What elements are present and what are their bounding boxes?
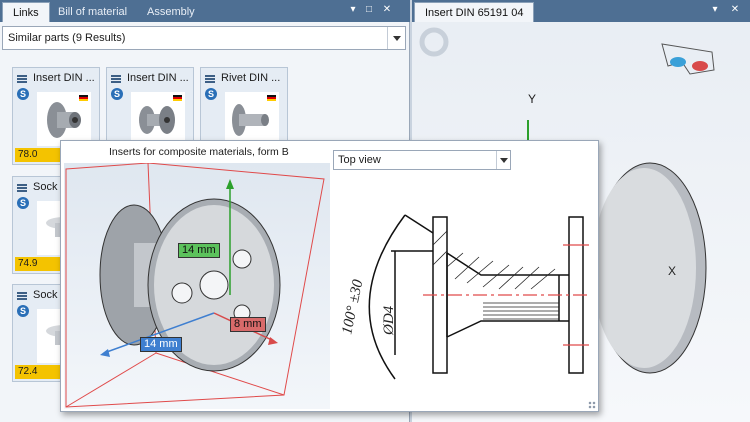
close-icon[interactable]: ✕ — [728, 3, 742, 17]
right-tabbar: Insert DIN 65191 04 ▾ ✕ — [412, 0, 750, 22]
price-badge: 78.0 — [15, 148, 61, 162]
menu-icon[interactable] — [205, 75, 215, 83]
angle-dimension-label: 100° ±30 — [339, 278, 366, 336]
menu-icon[interactable] — [17, 75, 27, 83]
resize-grip-icon[interactable] — [588, 401, 596, 409]
supplier-icon: S — [17, 88, 29, 100]
supplier-icon: S — [17, 305, 29, 317]
part-card-title: Rivet DIN ... — [221, 72, 280, 84]
chevron-down-icon[interactable] — [387, 27, 405, 49]
menu-icon[interactable] — [17, 184, 27, 192]
supplier-icon: S — [17, 197, 29, 209]
popup-title: Inserts for composite materials, form B — [109, 146, 289, 158]
part-card-title: Sock — [33, 289, 57, 301]
part-thumbnail — [225, 92, 279, 146]
supplier-icon: S — [205, 88, 217, 100]
part-card-title: Sock — [33, 181, 57, 193]
dimension-tag-red[interactable]: 8 mm — [230, 317, 266, 332]
tab-links[interactable]: Links — [2, 2, 50, 22]
part-thumbnail — [131, 92, 185, 146]
similar-parts-dropdown[interactable]: Similar parts (9 Results) — [2, 26, 406, 50]
flag-icon — [173, 95, 182, 101]
dimension-tag-blue[interactable]: 14 mm — [140, 337, 182, 352]
tab-insert-din[interactable]: Insert DIN 65191 04 — [414, 2, 534, 22]
view-cube-icon — [422, 30, 446, 54]
left-tabbar: Links Bill of material Assembly ▾ □ ✕ — [0, 0, 410, 22]
menu-icon[interactable] — [111, 75, 121, 83]
part-preview-popup: Inserts for composite materials, form B — [60, 140, 599, 412]
chevron-down-icon[interactable] — [496, 151, 510, 169]
close-icon[interactable]: ✕ — [380, 3, 394, 17]
price-badge: 72.4 — [15, 365, 61, 379]
y-axis-label: Y — [528, 92, 536, 106]
tab-assembly[interactable]: Assembly — [137, 2, 205, 22]
menu-icon[interactable] — [17, 292, 27, 300]
price-badge: 74.9 — [15, 257, 61, 271]
view-select[interactable]: Top view — [333, 150, 511, 170]
dimension-tag-green[interactable]: 14 mm — [178, 243, 220, 258]
part-card-title: Insert DIN ... — [33, 72, 95, 84]
similar-parts-label: Similar parts (9 Results) — [8, 32, 125, 44]
part-thumbnail — [37, 92, 91, 146]
flag-icon — [267, 95, 276, 101]
technical-drawing: 100° ±30 ØD4 — [333, 175, 593, 403]
x-axis-label: X — [668, 264, 676, 278]
dropdown-arrow-icon[interactable]: ▾ — [346, 3, 360, 17]
stereo-glasses-icon — [662, 44, 714, 74]
part-card-title: Insert DIN ... — [127, 72, 189, 84]
supplier-icon: S — [111, 88, 123, 100]
flag-icon — [79, 95, 88, 101]
dropdown-arrow-icon[interactable]: ▾ — [708, 3, 722, 17]
maximize-icon[interactable]: □ — [362, 3, 376, 17]
tab-bill-of-material[interactable]: Bill of material — [48, 2, 137, 22]
diameter-dimension-label: ØD4 — [381, 305, 397, 336]
popup-3d-view[interactable]: 14 mm 14 mm 8 mm — [64, 163, 330, 409]
view-select-value: Top view — [338, 154, 381, 166]
